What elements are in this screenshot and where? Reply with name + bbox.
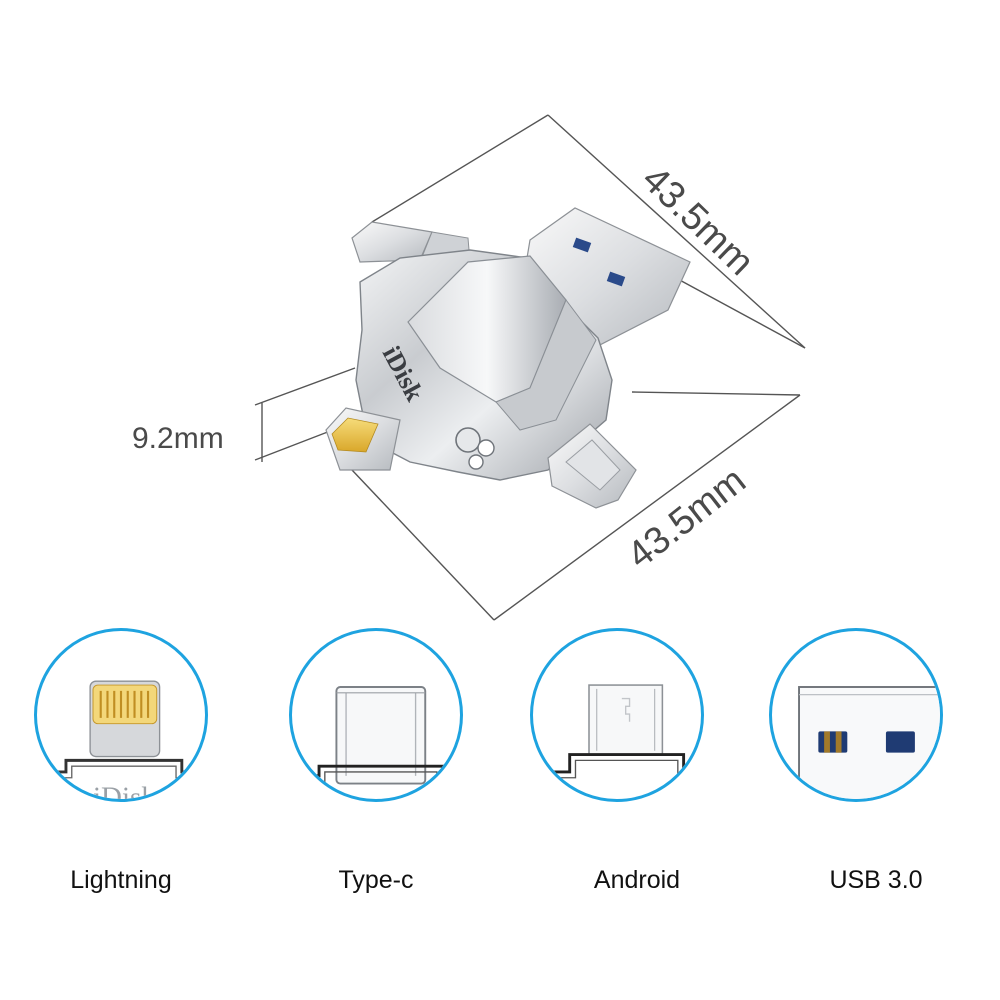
android-detail-circle [530, 628, 704, 802]
usb3-label: USB 3.0 [829, 866, 923, 894]
lightning-plug [325, 407, 401, 471]
usb-c-connector-icon [292, 686, 460, 785]
android-label: Android [593, 866, 681, 894]
drive-body: iDisk [355, 249, 613, 481]
svg-text:iDisk: iDisk [93, 782, 156, 799]
usb-c-plug [547, 423, 637, 509]
typec-label: Type-c [338, 866, 414, 894]
lightning-detail-circle: iDisk [34, 628, 208, 802]
typec-detail-circle [289, 628, 463, 802]
lightning-label: Lightning [70, 866, 172, 894]
micro-usb-connector-icon [533, 684, 701, 779]
dimension-thickness-label: 9.2mm [132, 422, 224, 455]
usb-a-connector-icon [798, 686, 940, 799]
lightning-connector-icon: iDisk [37, 680, 205, 799]
usb3-detail-circle [769, 628, 943, 802]
product-hero-drawing: 43.5mm 43.5mm 9.2mm iDisk [132, 114, 806, 621]
dimension-width-label: 43.5mm [620, 459, 754, 577]
